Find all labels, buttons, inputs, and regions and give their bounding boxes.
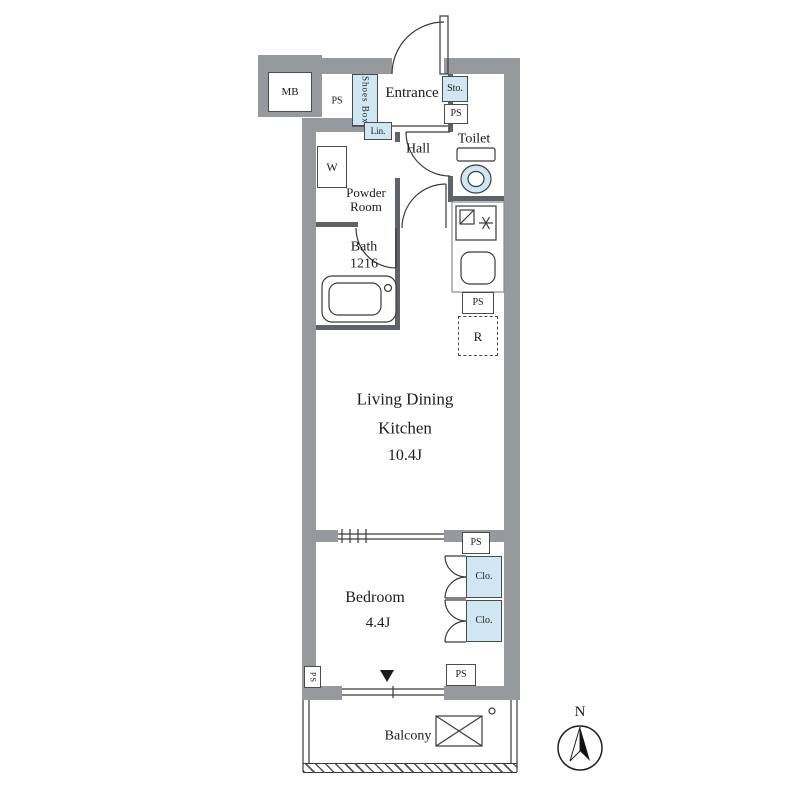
ps-box-entrance: PS	[444, 104, 468, 124]
ps-box-kitchen: PS	[462, 292, 494, 314]
entrance-door-icon	[391, 15, 449, 75]
partition-hall-powder	[395, 178, 400, 330]
bathtub-icon	[321, 275, 397, 323]
balcony-label: Balcony	[384, 728, 432, 744]
partition-toilet-left-upper	[448, 74, 453, 132]
partition-bath-ldk	[316, 325, 400, 330]
washer-box: W	[317, 146, 347, 188]
hall-label: Hall	[405, 141, 431, 157]
evacuation-hatch-icon	[435, 715, 483, 747]
ldk-label-line2: Kitchen	[378, 418, 432, 438]
stove-icon	[455, 205, 497, 241]
ps-box-bottom-left: PS	[304, 666, 321, 688]
partition-powder-bath	[316, 222, 358, 227]
partition-hall-powder-top	[395, 132, 400, 142]
mail-box: MB	[268, 72, 312, 112]
wall-bottom-left	[302, 686, 342, 700]
bath-label: Bath	[350, 239, 378, 255]
entry-direction-marker	[380, 670, 394, 682]
powder-room-label-line2: Room	[350, 198, 382, 214]
entrance-label: Entrance	[385, 84, 439, 101]
wall-divider-left	[316, 530, 338, 542]
wall-right	[504, 58, 520, 700]
balcony-edge-hatch	[303, 763, 517, 773]
ldk-door-icon	[401, 183, 447, 229]
toilet-fixture-icon	[456, 147, 496, 194]
balcony-window-icon	[342, 670, 444, 698]
compass-icon	[557, 725, 603, 771]
ps-label-top-left: PS	[331, 95, 343, 107]
bath-size-label: 1216	[350, 256, 378, 272]
closet-doors-icon	[444, 555, 467, 643]
linen-box: Lin.	[364, 122, 392, 140]
wall-top-right	[444, 58, 520, 74]
refrigerator-box: R	[458, 316, 498, 356]
toilet-door-icon	[405, 131, 451, 177]
wall-jog	[302, 118, 364, 132]
ps-box-bedroom: PS	[446, 664, 476, 686]
bath-door-icon	[355, 227, 397, 269]
partition-toilet-bottom	[448, 196, 504, 201]
bedroom-size-label: 4.4J	[365, 614, 391, 631]
closet-upper-box: Clo.	[466, 556, 502, 598]
sliding-partition-icon	[338, 529, 444, 543]
wall-bottom-right	[444, 686, 520, 700]
north-label: N	[574, 703, 586, 720]
toilet-label: Toilet	[457, 131, 491, 147]
sink-icon	[460, 251, 496, 285]
shoes-box: Shoes Box	[352, 74, 378, 126]
ldk-size-label: 10.4J	[387, 447, 423, 465]
bedroom-label: Bedroom	[345, 589, 405, 607]
powder-room-label-line1: Powder	[346, 184, 386, 200]
ps-box-divider: PS	[462, 532, 490, 554]
storage-box: Sto.	[442, 76, 468, 102]
partition-toilet-left-lower	[448, 176, 453, 202]
wall-left	[302, 118, 316, 700]
ldk-label-line1: Living Dining	[356, 389, 454, 409]
wall-top-left	[322, 58, 392, 74]
balcony-outline	[302, 700, 518, 772]
closet-lower-box: Clo.	[466, 600, 502, 642]
